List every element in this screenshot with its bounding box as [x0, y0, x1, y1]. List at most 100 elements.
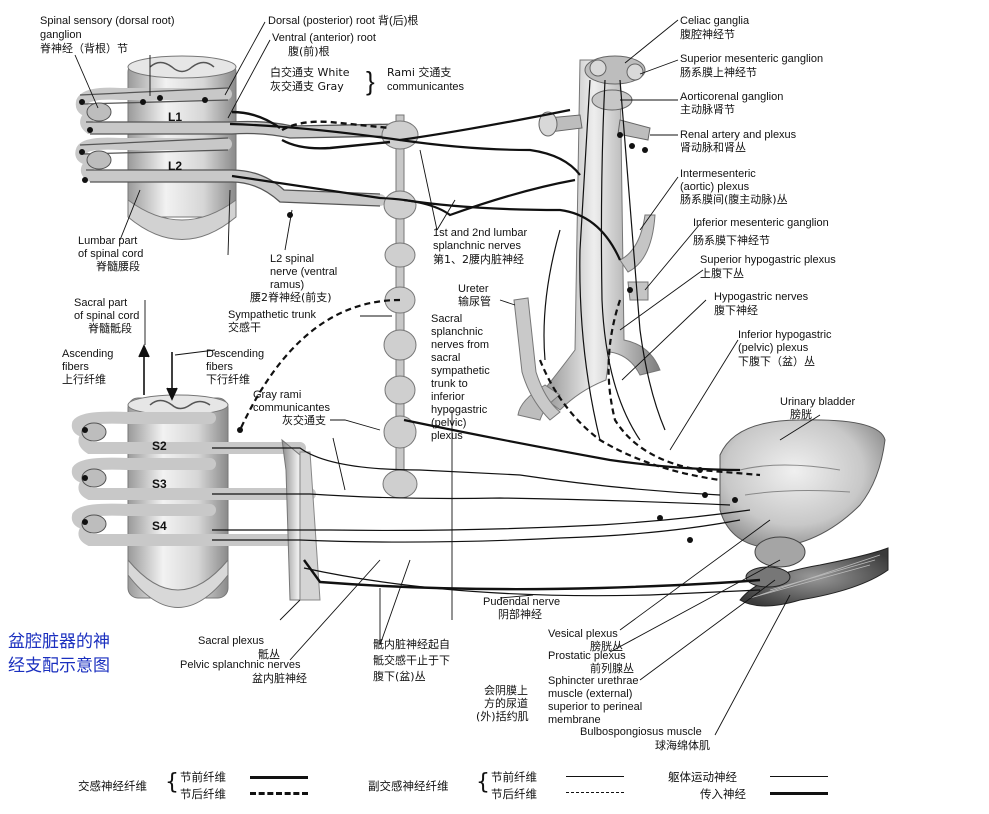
svg-text:ramus): ramus) — [270, 279, 304, 291]
svg-text:会阴膜上: 会阴膜上 — [484, 684, 528, 697]
legend-afferent-line — [770, 792, 828, 795]
svg-text:Renal artery and plexus: Renal artery and plexus — [680, 129, 797, 141]
svg-text:腹下神经: 腹下神经 — [714, 303, 758, 317]
dorsal-root-ganglion-l2 — [86, 150, 112, 170]
svg-text:Hypogastric nerves: Hypogastric nerves — [714, 291, 809, 303]
legend-para-pre-line — [566, 776, 624, 777]
dorsal-root-ganglion-s4 — [81, 514, 107, 534]
svg-text:Inferior hypogastric: Inferior hypogastric — [738, 329, 832, 341]
svg-text:Sacral plexus: Sacral plexus — [198, 635, 265, 647]
svg-text:骶丛: 骶丛 — [258, 648, 280, 661]
label-sacral-part: Sacral part of spinal cord 脊髓骶段 — [74, 297, 139, 335]
svg-text:communicantes: communicantes — [253, 402, 331, 414]
label-inferior-hypogastric-plexus: Inferior hypogastric (pelvic) plexus 下腹下… — [738, 329, 832, 368]
segment-label-l2: L2 — [168, 159, 182, 173]
svg-text:肾动脉和肾丛: 肾动脉和肾丛 — [680, 140, 746, 154]
svg-text:Ureter: Ureter — [458, 283, 489, 295]
svg-text:Vesical plexus: Vesical plexus — [548, 628, 618, 640]
svg-text:inferior: inferior — [431, 391, 465, 403]
svg-text:脊神经（背根）节: 脊神经（背根）节 — [40, 41, 128, 55]
label-sacral-splanchnic: Sacral splanchnic nerves from sacral sym… — [431, 313, 490, 442]
label-sympathetic-trunk: Sympathetic trunk 交感干 — [228, 309, 317, 334]
segment-label-s4: S4 — [152, 519, 167, 533]
svg-text:下行纤维: 下行纤维 — [206, 373, 250, 386]
svg-text:主动脉肾节: 主动脉肾节 — [680, 102, 735, 116]
svg-text:Gray rami: Gray rami — [253, 389, 301, 401]
svg-text:splanchnic: splanchnic — [431, 326, 483, 338]
lumbar-nerve-outlines — [79, 87, 401, 207]
sphincter-urethrae — [745, 566, 791, 588]
synapse-dots — [79, 95, 738, 543]
leader-lines — [74, 19, 821, 736]
svg-text:nerve (ventral: nerve (ventral — [270, 266, 337, 278]
svg-text:方的尿道: 方的尿道 — [484, 696, 528, 710]
svg-text:hypogastric: hypogastric — [431, 404, 488, 416]
renal-vessels — [538, 111, 651, 141]
svg-text:Intermesenteric: Intermesenteric — [680, 168, 756, 180]
svg-text:膀胱丛: 膀胱丛 — [590, 639, 623, 653]
sacral-spinal-cord — [127, 394, 229, 608]
svg-text:肠系膜下神经节: 肠系膜下神经节 — [693, 233, 770, 247]
svg-text:Sympathetic trunk: Sympathetic trunk — [228, 309, 317, 321]
inferior-mesenteric-artery — [619, 214, 656, 273]
label-aorticorenal-ganglion: Aorticorenal ganglion 主动脉肾节 — [680, 91, 783, 116]
svg-text:交感干: 交感干 — [228, 320, 261, 334]
svg-text:阴部神经: 阴部神经 — [498, 607, 542, 621]
label-l2-spinal-nerve: L2 spinal nerve (ventral ramus) 腰2脊神经(前支… — [250, 253, 337, 304]
svg-text:肠系膜间(腹主动脉)丛: 肠系膜间(腹主动脉)丛 — [680, 192, 788, 206]
svg-text:ganglion: ganglion — [40, 29, 82, 41]
label-inferior-mesenteric-ganglion: Inferior mesenteric ganglion 肠系膜下神经节 — [693, 217, 829, 247]
svg-text:Pudendal nerve: Pudendal nerve — [483, 596, 560, 608]
legend-para-pre-label: 节前纤维 — [491, 770, 537, 784]
label-celiac-ganglia: Celiac ganglia 腹腔神经节 — [680, 15, 750, 41]
label-rami-gray: 灰交通支 Gray — [270, 79, 344, 93]
legend-para-post-line — [566, 792, 624, 793]
svg-text:脊髓腰段: 脊髓腰段 — [96, 259, 140, 273]
label-sacral-splanchnic-origin: 骶内脏神经起自 骶交感干止于下 腹下(盆)丛 — [373, 637, 450, 683]
svg-text:Spinal sensory (dorsal root): Spinal sensory (dorsal root) — [40, 15, 175, 27]
label-pelvic-splanchnic: Pelvic splanchnic nerves 盆内脏神经 — [180, 659, 307, 685]
legend-somatic-motor-label: 躯体运动神经 — [668, 770, 737, 784]
segment-label-l1: L1 — [168, 110, 182, 124]
ascending-descending-arrows — [138, 344, 178, 401]
inferior-mesenteric-ganglion-body — [627, 281, 649, 301]
svg-text:腹下(盆)丛: 腹下(盆)丛 — [373, 669, 426, 683]
svg-text:Sacral: Sacral — [431, 313, 462, 325]
svg-text:腰2脊神经(前支): 腰2脊神经(前支) — [250, 290, 332, 304]
label-sphincter-urethrae: Sphincter urethrae muscle (external) sup… — [548, 675, 642, 726]
parasympathetic-fibers — [212, 447, 751, 543]
svg-text:L2 spinal: L2 spinal — [270, 253, 314, 265]
svg-text:(pelvic) plexus: (pelvic) plexus — [738, 342, 809, 354]
label-ventral-root: Ventral (anterior) root 腹(前)根 — [272, 32, 376, 58]
label-rami-white: 白交通支 White — [270, 65, 350, 79]
legend-sym-post-label: 节后纤维 — [180, 787, 226, 801]
legend: 交感神经纤维 { 节前纤维 节后纤维 副交感神经纤维 { 节前纤维 节后纤维 躯… — [0, 768, 989, 804]
legend-brace-parasympathetic: { — [476, 770, 490, 795]
label-pudendal-nerve: Pudendal nerve 阴部神经 — [483, 596, 560, 621]
sympathetic-trunk — [381, 114, 419, 499]
diagram-title: 盆腔脏器的神经支配示意图 — [8, 632, 110, 676]
svg-text:splanchnic nerves: splanchnic nerves — [433, 240, 522, 252]
label-hypogastric-nerves: Hypogastric nerves 腹下神经 — [714, 291, 809, 317]
brace-rami: } — [366, 66, 375, 96]
svg-text:Prostatic plexus: Prostatic plexus — [548, 650, 626, 662]
svg-text:上腹下丛: 上腹下丛 — [700, 266, 744, 280]
svg-text:sacral: sacral — [431, 352, 460, 364]
svg-text:Lumbar part: Lumbar part — [78, 235, 137, 247]
svg-text:nerves from: nerves from — [431, 339, 489, 351]
label-renal-artery: Renal artery and plexus 肾动脉和肾丛 — [680, 129, 797, 154]
svg-text:第1、2腰内脏神经: 第1、2腰内脏神经 — [433, 252, 524, 266]
label-spinal-sensory-ganglion: Spinal sensory (dorsal root) ganglion 脊神… — [40, 15, 175, 55]
prostate — [754, 536, 806, 568]
label-lumbar-splanchnic: 1st and 2nd lumbar splanchnic nerves 第1、… — [433, 227, 528, 266]
label-sphincter-cn: 会阴膜上 方的尿道 (外)括约肌 — [476, 684, 529, 723]
svg-text:骶交感干止于下: 骶交感干止于下 — [373, 653, 450, 667]
svg-text:球海绵体肌: 球海绵体肌 — [655, 738, 710, 752]
svg-text:of spinal cord: of spinal cord — [74, 310, 139, 322]
legend-para-post-label: 节后纤维 — [491, 787, 537, 801]
svg-text:sympathetic: sympathetic — [431, 365, 490, 377]
svg-text:plexus: plexus — [431, 430, 463, 442]
svg-text:Celiac ganglia: Celiac ganglia — [680, 15, 750, 27]
